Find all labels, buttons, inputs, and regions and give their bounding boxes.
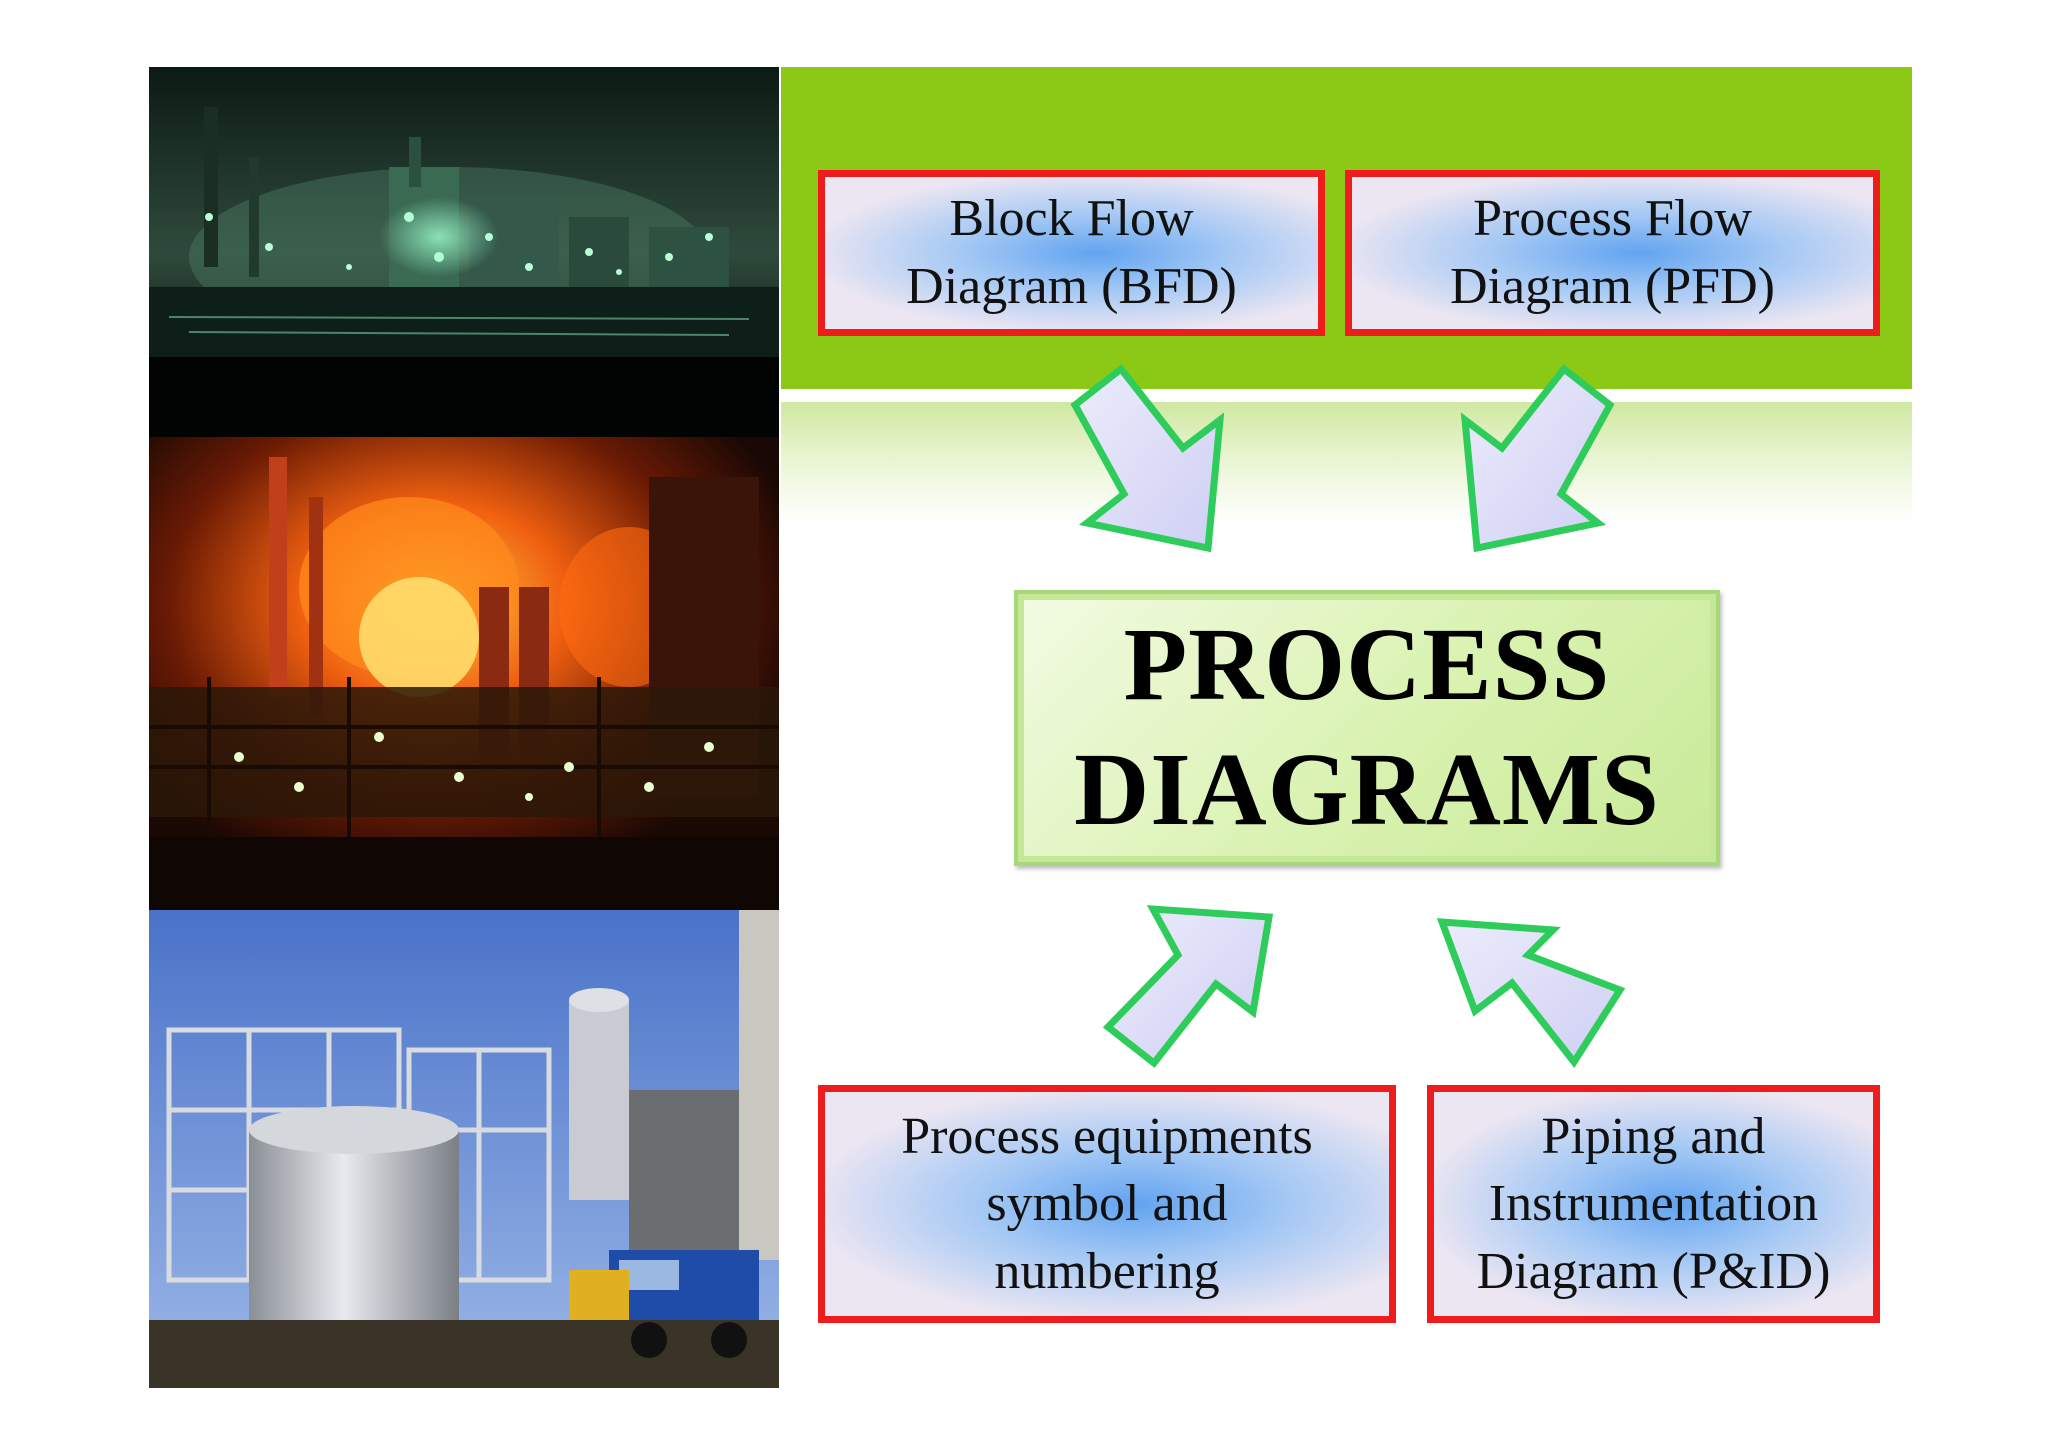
plant-construction-photo (149, 910, 779, 1388)
green-fade-band (781, 402, 1912, 522)
pid-line-2: Instrumentation (1488, 1175, 1819, 1233)
equipment-line-1: Process equipments (901, 1107, 1313, 1165)
pfd-line-1: Process Flow (1473, 190, 1752, 248)
center-title-line-2: DIAGRAMS (1074, 732, 1660, 847)
piping-instrumentation-diagram-box: Piping and Instrumentation Diagram (P&ID… (1427, 1085, 1880, 1323)
process-flow-diagram-box: Process Flow Diagram (PFD) (1345, 170, 1880, 336)
arrow-pid-to-center (1436, 918, 1626, 1069)
process-equipment-symbols-box: Process equipments symbol and numbering (818, 1085, 1396, 1323)
refinery-fire-photo (149, 437, 779, 910)
pid-line-1: Piping and (1541, 1107, 1766, 1165)
arrow-equipment-to-center (1102, 905, 1274, 1068)
center-title-line-1: PROCESS (1123, 607, 1611, 723)
pfd-line-2: Diagram (PFD) (1450, 258, 1775, 315)
equipment-line-2: symbol and (986, 1175, 1228, 1233)
bfd-line-1: Block Flow (949, 190, 1194, 248)
equipment-line-3: numbering (994, 1242, 1220, 1300)
refinery-night-photo (149, 67, 779, 437)
bfd-line-2: Diagram (BFD) (906, 258, 1237, 315)
pid-line-3: Diagram (P&ID) (1476, 1242, 1831, 1300)
block-flow-diagram-box: Block Flow Diagram (BFD) (818, 170, 1325, 336)
process-diagrams-title-box: PROCESS DIAGRAMS (1014, 590, 1720, 866)
